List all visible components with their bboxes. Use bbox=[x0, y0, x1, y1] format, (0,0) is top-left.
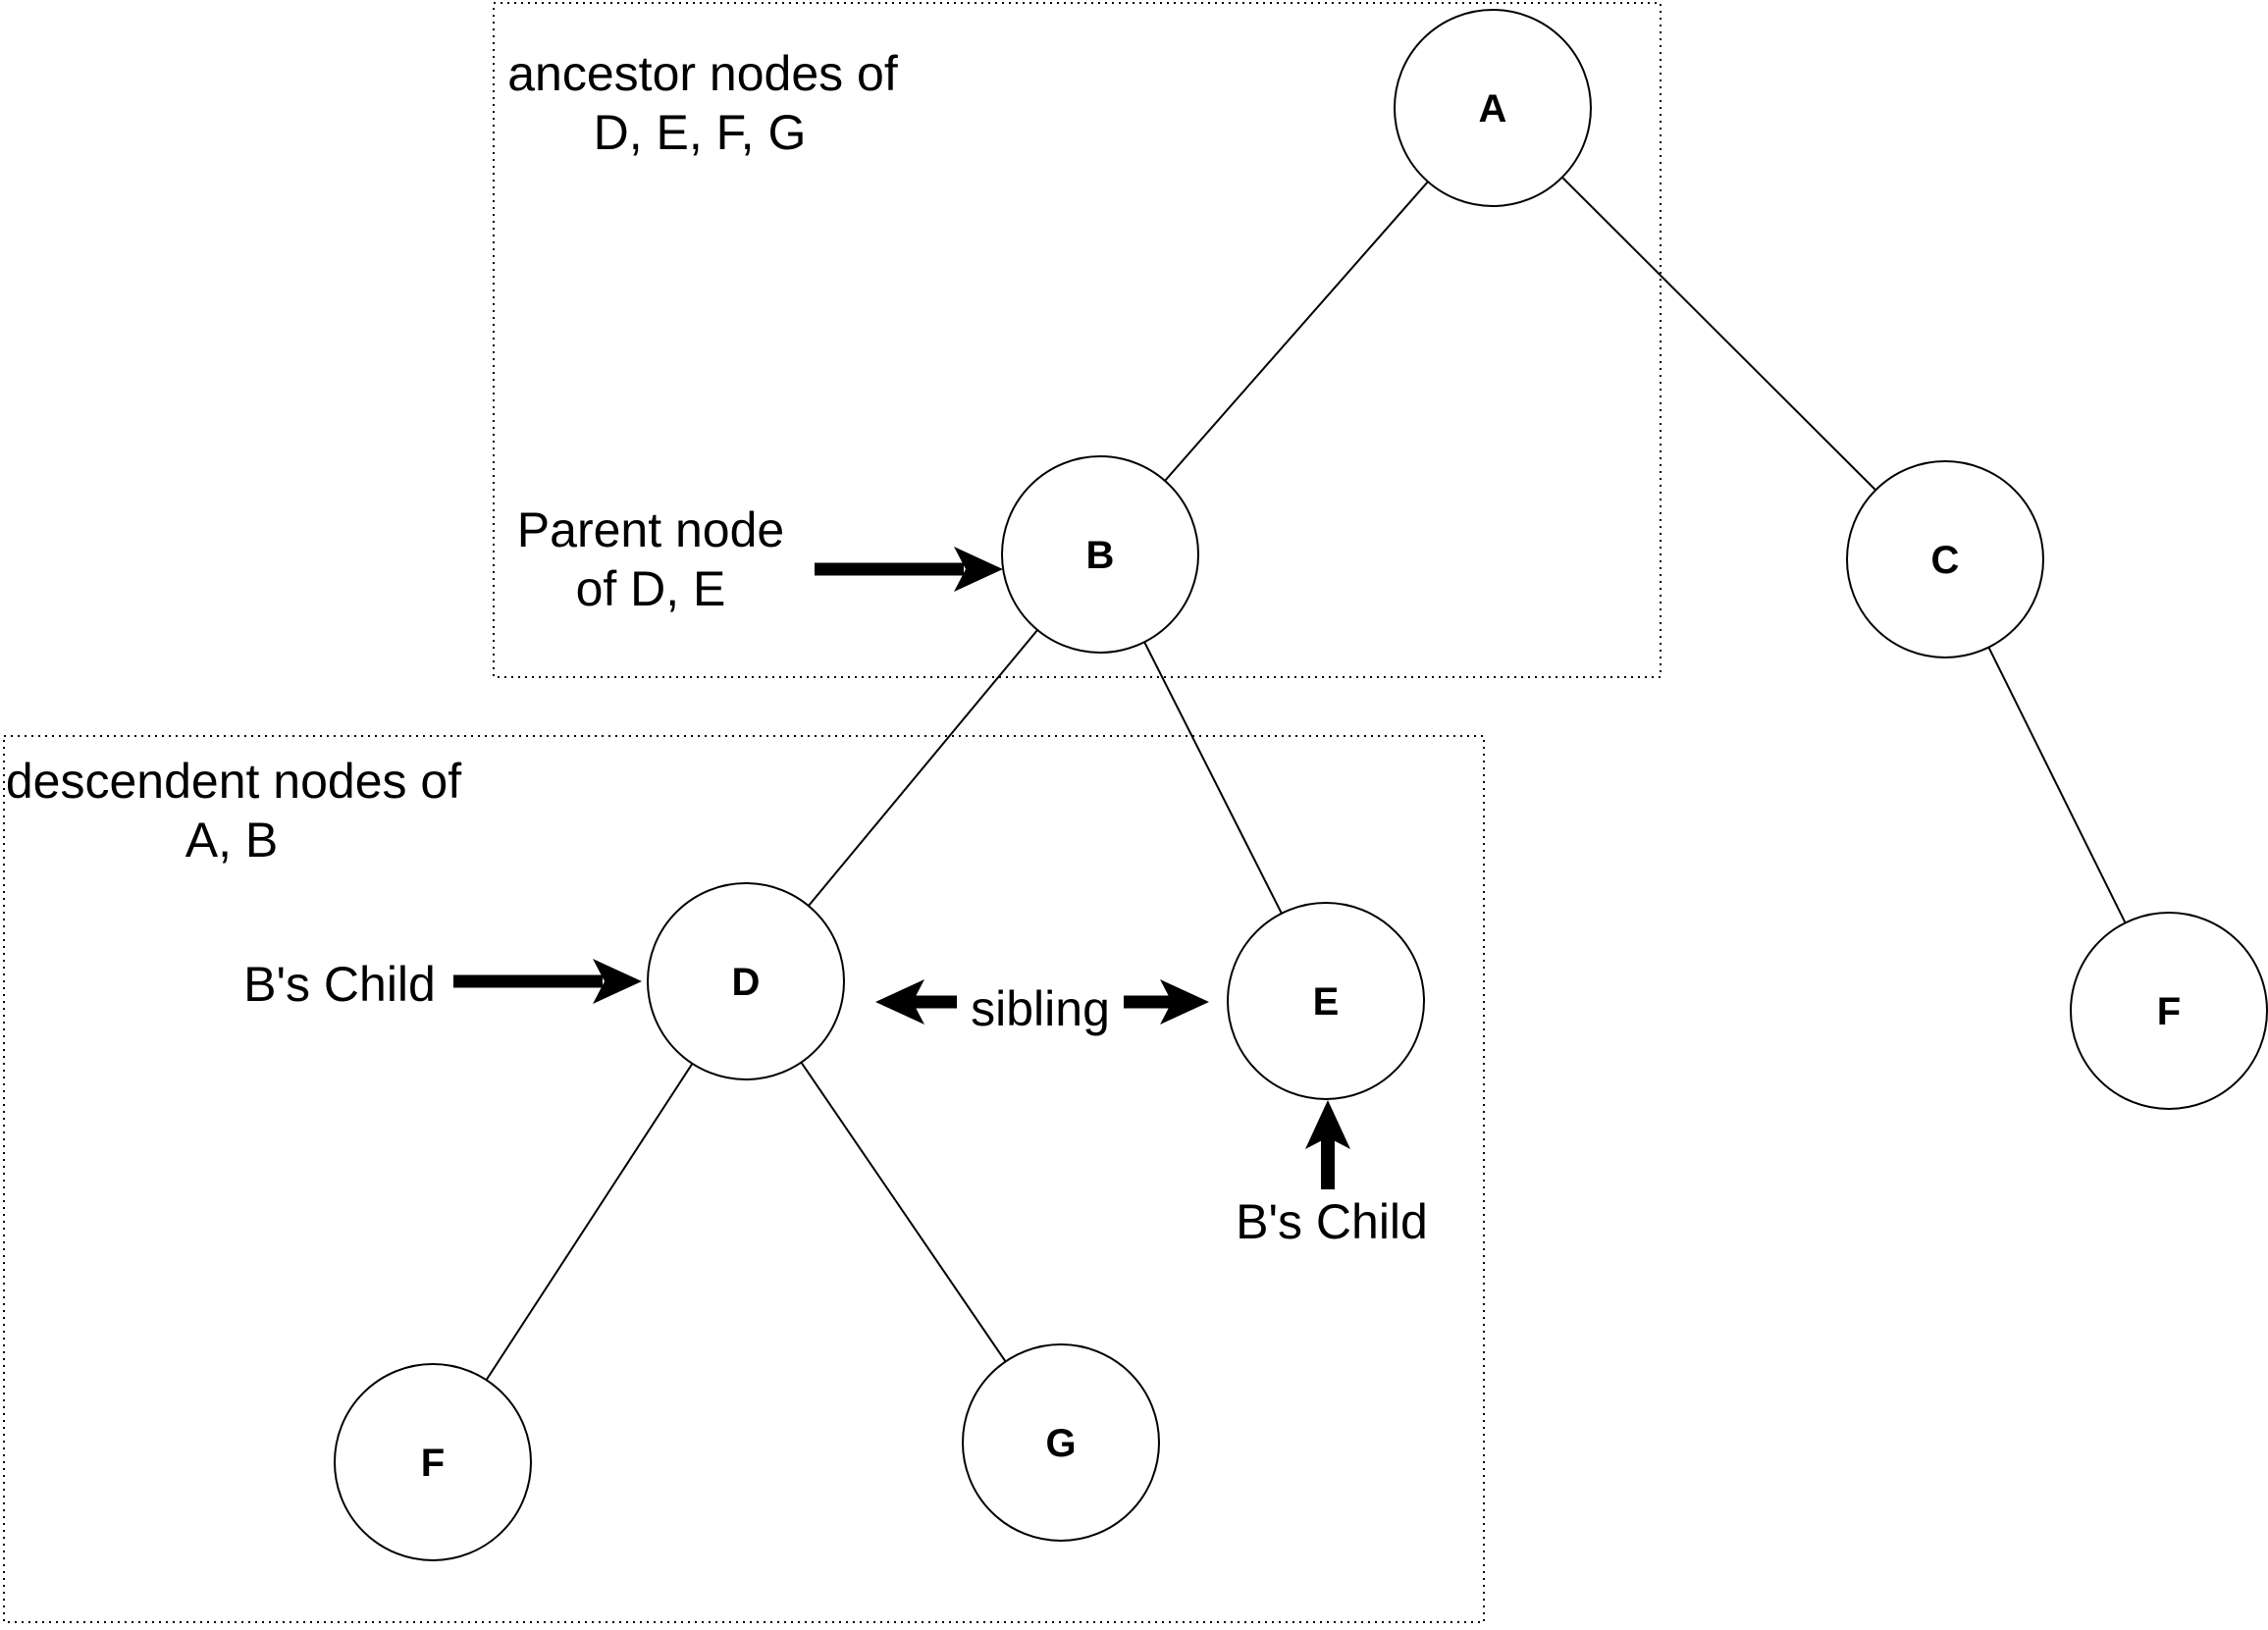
edge-a-c bbox=[1492, 107, 1946, 560]
node-d-circle bbox=[647, 882, 845, 1080]
node-c-circle bbox=[1846, 460, 2044, 658]
bs-child-left-annotation: B's Child bbox=[243, 957, 642, 1012]
node-c-label: C bbox=[1931, 539, 1960, 582]
bs-child-up-arrow-head bbox=[1305, 1100, 1350, 1149]
sibling-arrow-head-right bbox=[1160, 979, 1209, 1025]
bs-child-bottom-label: B's Child bbox=[1236, 1194, 1428, 1249]
node-b-label: B bbox=[1086, 534, 1115, 577]
node-e-circle bbox=[1227, 902, 1425, 1100]
node-g-label: G bbox=[1045, 1422, 1076, 1465]
sibling-label: sibling bbox=[971, 981, 1110, 1036]
descendent-group-box bbox=[3, 735, 1485, 1623]
bs-child-left-arrow-head bbox=[593, 959, 642, 1004]
group-captions: ancestor nodes of D, E, F, G descendent … bbox=[6, 46, 898, 868]
node-f-left-circle bbox=[334, 1363, 532, 1561]
tree-nodes: A B C D E F G F bbox=[334, 9, 2268, 1561]
ancestor-box-label-line1: ancestor nodes of bbox=[507, 46, 898, 101]
bs-child-left-arrow bbox=[453, 959, 642, 1004]
bs-child-bottom-annotation: B's Child bbox=[1236, 1100, 1428, 1249]
parent-node-arrow bbox=[815, 547, 1003, 592]
descendent-box-label-line1: descendent nodes of bbox=[6, 754, 461, 809]
node-f-right-circle bbox=[2070, 912, 2268, 1110]
sibling-arrow-head-left bbox=[875, 979, 924, 1025]
parent-node-label-line1: Parent node bbox=[517, 502, 784, 557]
node-f-right-label: F bbox=[2157, 990, 2181, 1033]
descendent-box-label-line2: A, B bbox=[185, 813, 278, 868]
node-g-circle bbox=[962, 1343, 1160, 1542]
node-e-label: E bbox=[1313, 980, 1340, 1024]
node-d-label: D bbox=[732, 961, 761, 1004]
node-a-label: A bbox=[1479, 87, 1507, 131]
node-a-circle bbox=[1394, 9, 1592, 207]
parent-node-arrow-head bbox=[954, 547, 1003, 592]
node-b-circle bbox=[1001, 455, 1199, 654]
bs-child-left-label: B's Child bbox=[243, 957, 436, 1012]
parent-node-annotation: Parent node of D, E bbox=[517, 502, 1003, 616]
parent-node-label-line2: of D, E bbox=[576, 561, 726, 616]
sibling-label-background bbox=[957, 970, 1124, 1032]
sibling-annotation: sibling bbox=[875, 970, 1209, 1036]
tree-edges bbox=[432, 107, 2170, 1463]
ancestor-box-label-line2: D, E, F, G bbox=[594, 105, 807, 160]
bs-child-up-arrow bbox=[1305, 1100, 1350, 1189]
node-f-left-label: F bbox=[421, 1442, 445, 1485]
